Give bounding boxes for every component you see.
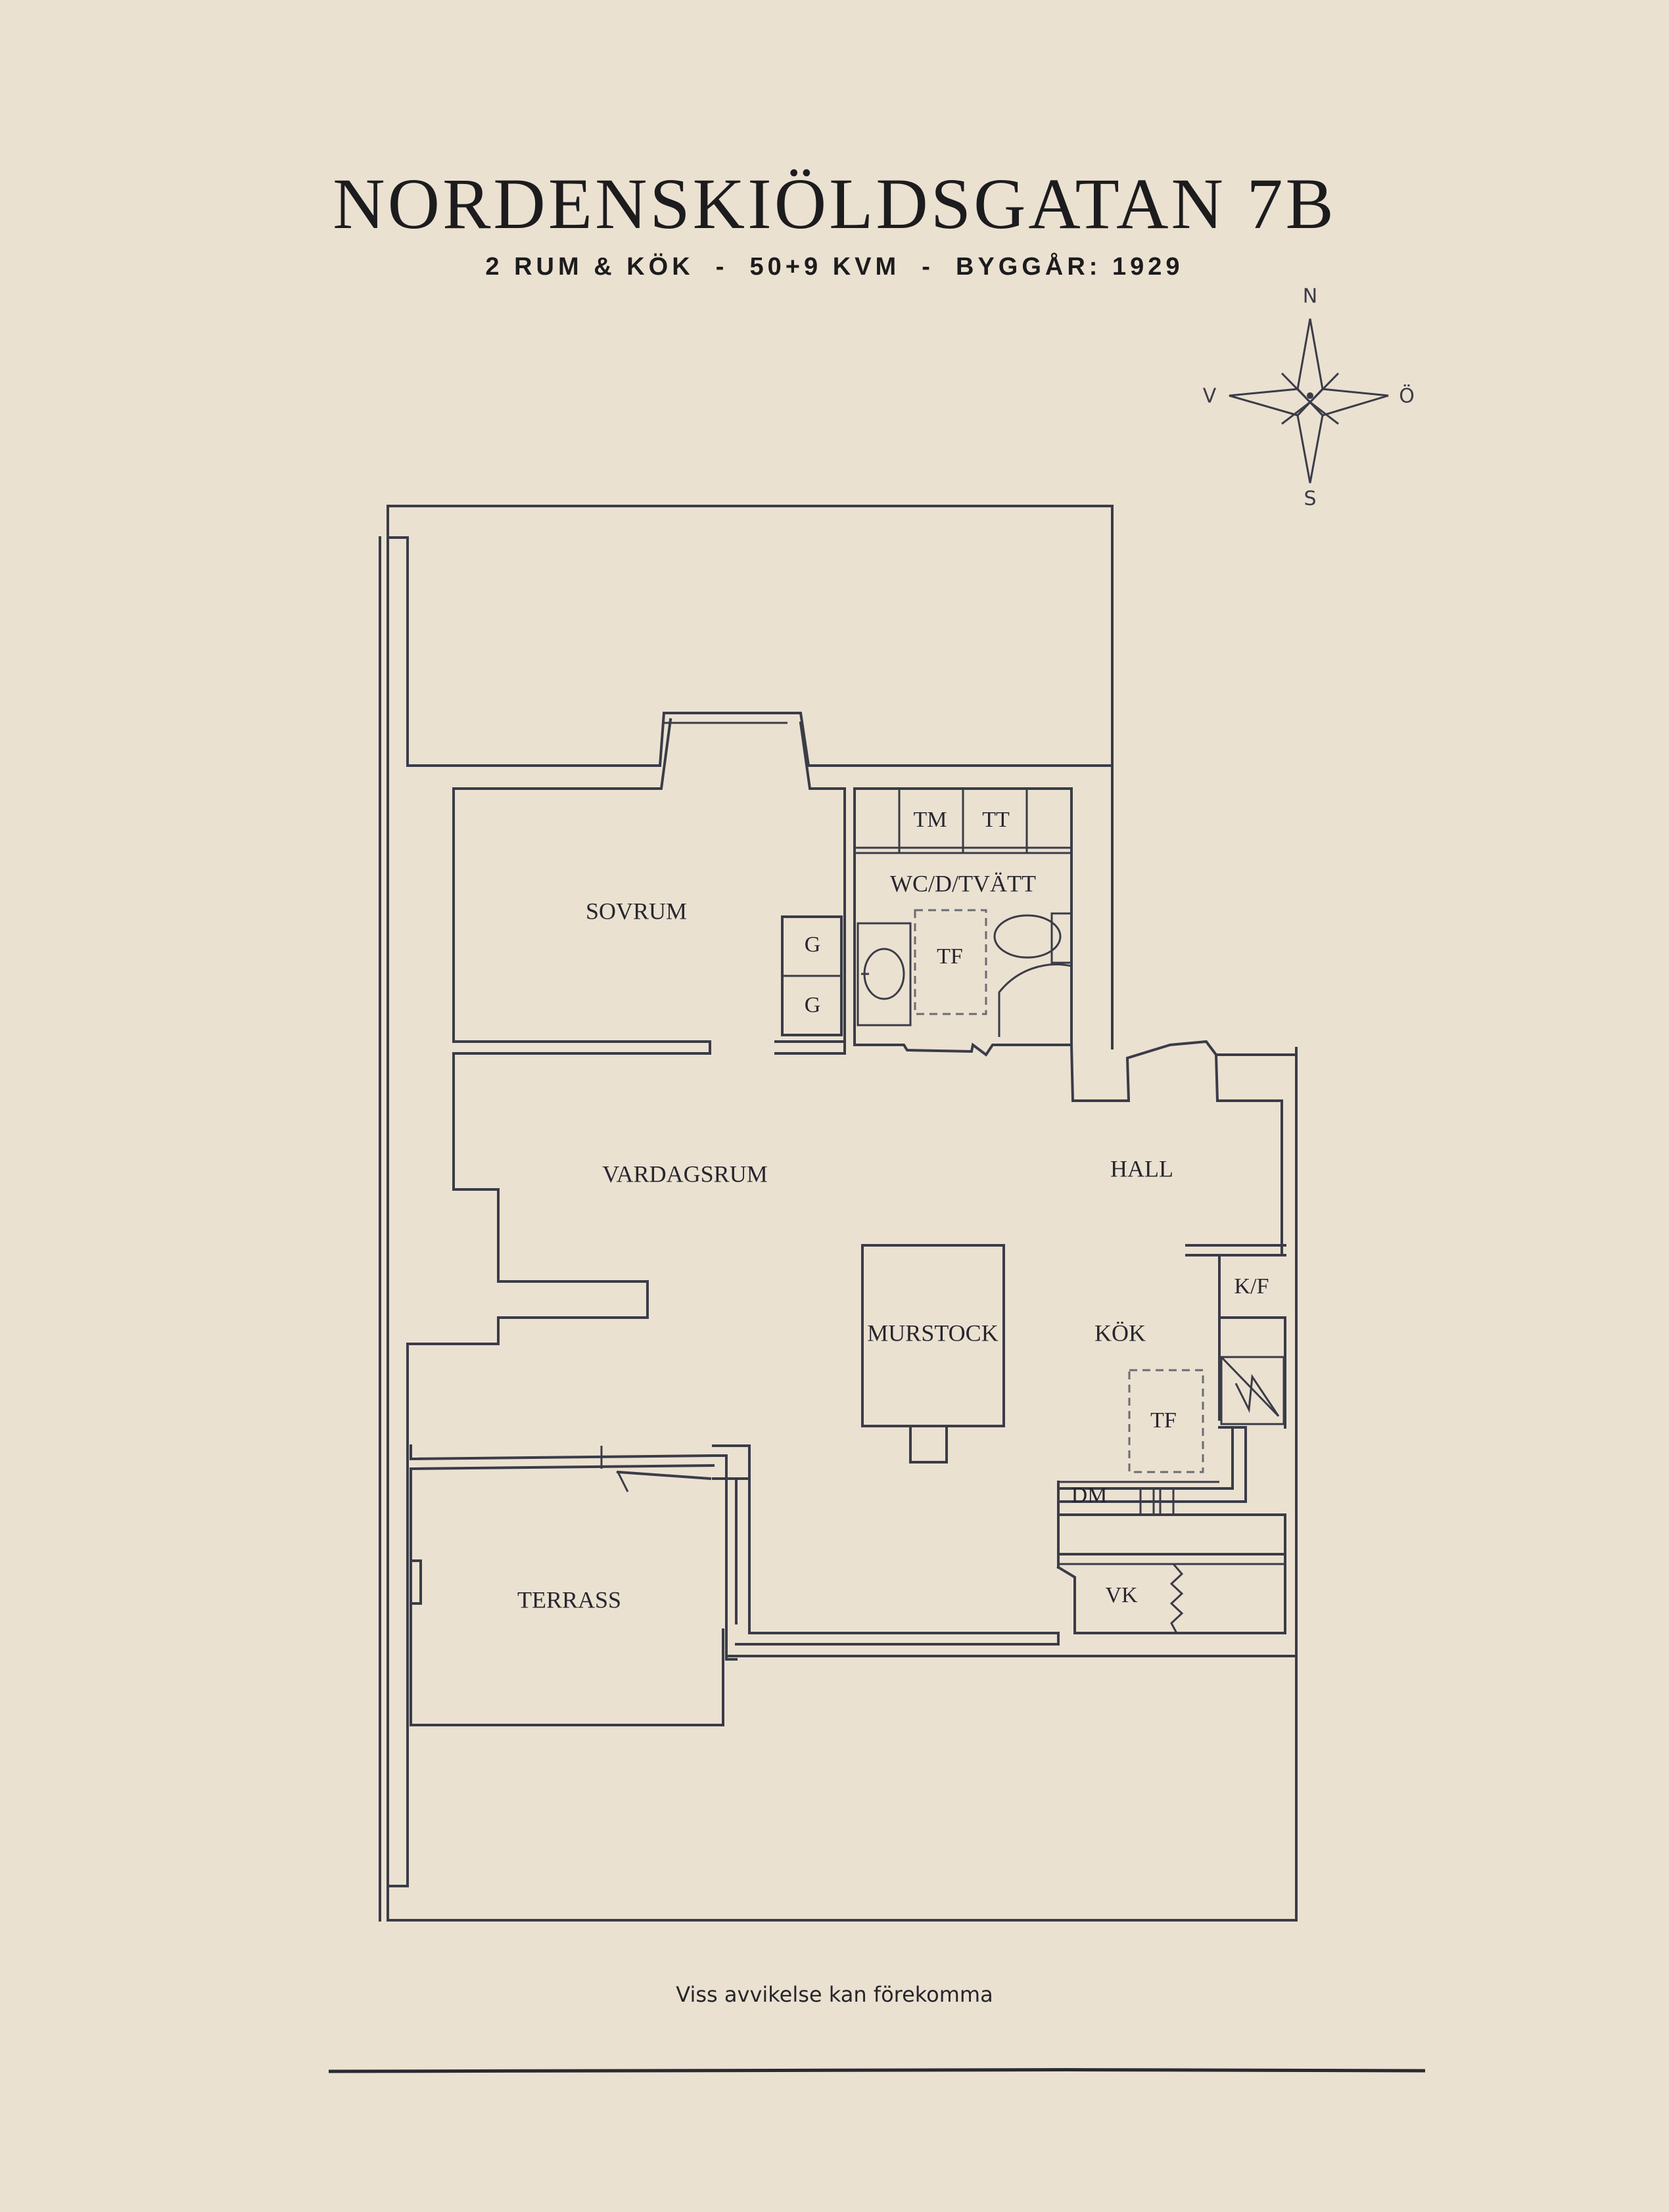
property-summary: 2 RUM & KÖK - 50+9 KVM - BYGGÅR: 1929 <box>485 253 1184 281</box>
sink-icon <box>857 922 912 1026</box>
disclaimer: Viss avvikelse kan förekomma <box>676 1982 993 2007</box>
compass-east-label: Ö <box>1399 384 1415 408</box>
fixture-label-tt: TT <box>982 808 1010 832</box>
kitchen-fixtures <box>1128 1356 1285 1634</box>
lot-boundary <box>379 505 1298 1922</box>
toilet-icon <box>993 912 1073 964</box>
fixture-label-tf-kitchen: TF <box>1150 1408 1177 1433</box>
page-title: NORDENSKIÖLDSGATAN 7B <box>333 164 1336 244</box>
room-label-kok: KÖK <box>1094 1320 1146 1346</box>
compass-north-label: N <box>1303 285 1317 308</box>
fixture-label-vk: VK <box>1105 1583 1138 1607</box>
compass-south-label: S <box>1304 488 1316 511</box>
stove-icon <box>1220 1356 1285 1425</box>
apartment-walls <box>406 718 1298 1726</box>
compass-rose-icon <box>1229 318 1389 484</box>
compass-west-label: V <box>1203 385 1217 408</box>
fixture-label-tm: TM <box>914 808 947 832</box>
door-swing-icon <box>998 963 1072 1037</box>
chimney <box>861 1244 1005 1463</box>
fixture-label-kf: K/F <box>1234 1274 1269 1299</box>
room-label-murstock: MURSTOCK <box>867 1320 998 1346</box>
room-label-terrass: TERRASS <box>517 1586 621 1613</box>
bathroom <box>853 787 1073 1057</box>
room-label-wc: WC/D/TVÄTT <box>890 870 1036 896</box>
fixture-label-g2: G <box>805 993 821 1017</box>
fixture-label-tf-bath: TF <box>937 944 963 969</box>
room-label-hall: HALL <box>1110 1155 1173 1182</box>
room-label-vardagsrum: VARDAGSRUM <box>602 1161 767 1187</box>
fixture-label-g1: G <box>805 933 821 957</box>
room-label-sovrum: SOVRUM <box>586 898 687 924</box>
fixture-label-dm: DM <box>1071 1483 1108 1508</box>
wardrobe <box>781 915 843 1036</box>
